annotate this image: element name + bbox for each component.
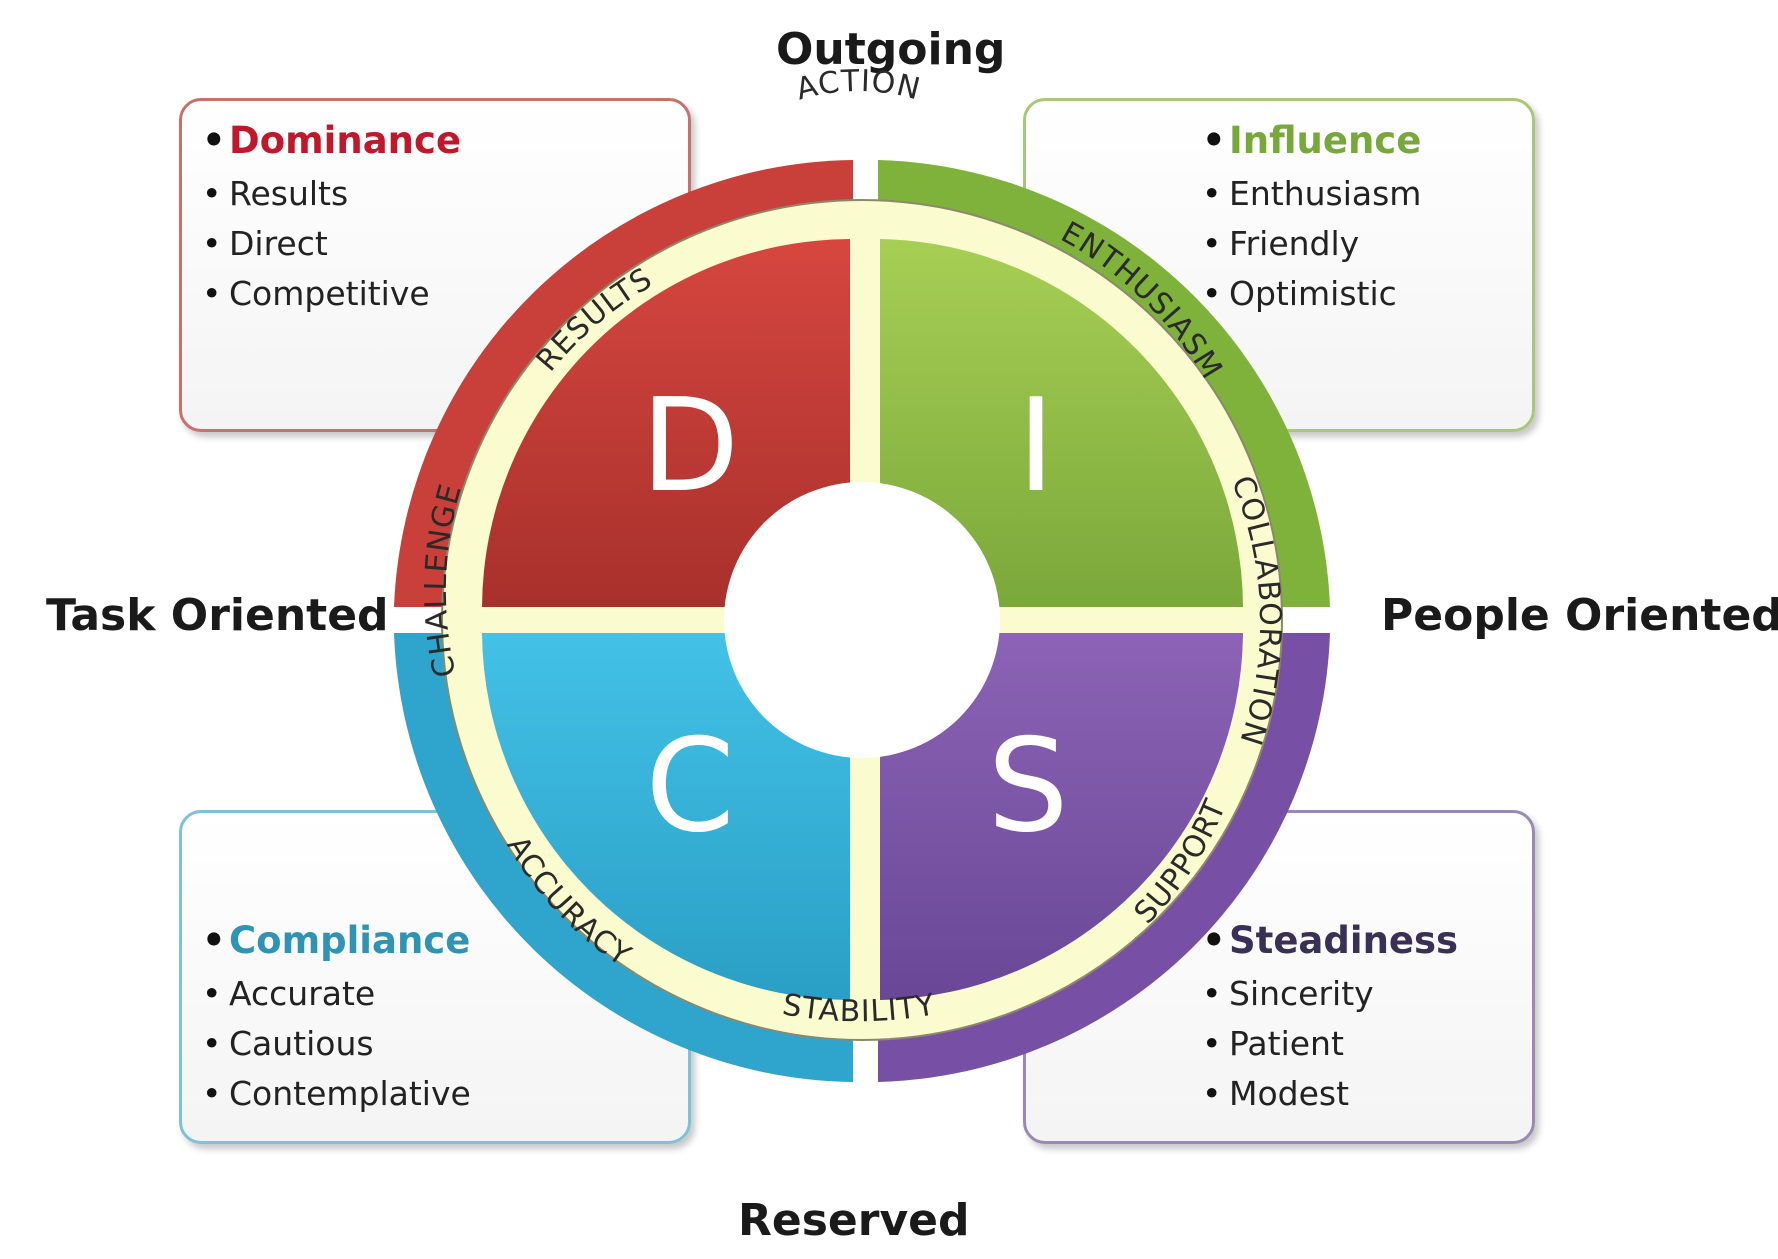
letter-d: D xyxy=(641,372,740,521)
compliance-trait: Accurate xyxy=(202,969,471,1019)
letter-s: S xyxy=(987,712,1068,861)
compliance-quadrant xyxy=(482,633,850,1000)
dominance-trait: Competitive xyxy=(202,269,461,319)
axis-label-reserved: Reserved xyxy=(738,1195,970,1246)
influence-trait-list: Influence Enthusiasm Friendly Optimistic xyxy=(1202,113,1421,319)
compliance-trait: Contemplative xyxy=(202,1069,471,1119)
dominance-trait: Direct xyxy=(202,219,461,269)
compliance-heading: Compliance xyxy=(202,913,471,969)
dominance-quadrant xyxy=(482,239,850,607)
dominance-trait: Results xyxy=(202,169,461,219)
steadiness-trait: Sincerity xyxy=(1202,969,1458,1019)
ring-word-action: ACTION xyxy=(793,64,925,108)
center-hub xyxy=(724,482,1000,758)
axis-label-people-oriented: People Oriented xyxy=(1381,590,1778,641)
axis-label-outgoing: Outgoing xyxy=(776,24,1006,75)
influence-trait: Friendly xyxy=(1202,219,1421,269)
compliance-trait-list: Compliance Accurate Cautious Contemplati… xyxy=(202,913,471,1119)
dominance-trait-list: Dominance Results Direct Competitive xyxy=(202,113,461,319)
steadiness-trait: Patient xyxy=(1202,1019,1458,1069)
steadiness-trait-list: Steadiness Sincerity Patient Modest xyxy=(1202,913,1458,1119)
steadiness-trait: Modest xyxy=(1202,1069,1458,1119)
steadiness-quadrant xyxy=(880,633,1243,1000)
influence-trait: Enthusiasm xyxy=(1202,169,1421,219)
letter-i: I xyxy=(1017,372,1055,521)
axis-label-task-oriented: Task Oriented xyxy=(46,590,389,641)
steadiness-heading: Steadiness xyxy=(1202,913,1458,969)
influence-quadrant xyxy=(880,239,1243,607)
letter-c: C xyxy=(645,712,734,861)
influence-heading: Influence xyxy=(1202,113,1421,169)
influence-trait: Optimistic xyxy=(1202,269,1421,319)
dominance-heading: Dominance xyxy=(202,113,461,169)
compliance-trait: Cautious xyxy=(202,1019,471,1069)
